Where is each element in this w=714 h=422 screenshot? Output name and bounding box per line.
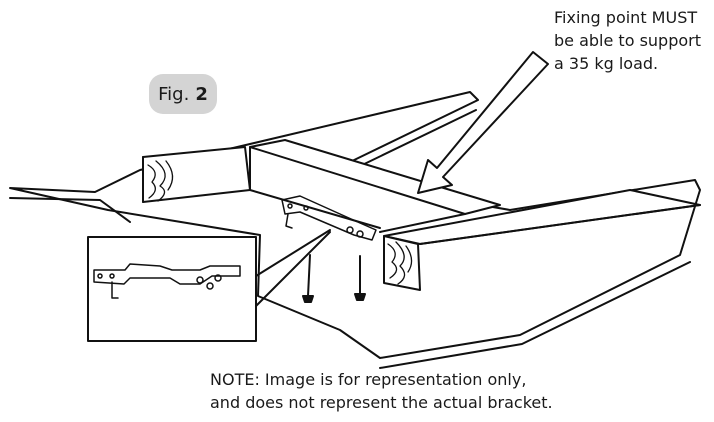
representation-note: NOTE: Image is for representation only, … [210, 368, 553, 414]
left-beam [142, 146, 251, 203]
figure-label-badge: Fig. 2 [149, 74, 217, 114]
figure-number: 2 [195, 83, 208, 105]
load-callout: Fixing point MUST be able to support a 3… [554, 6, 701, 75]
screw-left [302, 254, 314, 303]
right-beam [383, 189, 701, 291]
bracket-installed [281, 195, 377, 241]
callout-line-2: be able to support [554, 31, 701, 50]
cross-beam [249, 139, 501, 215]
figure-label: Fig. [158, 83, 190, 105]
screw-right [354, 255, 366, 301]
callout-arrow [417, 51, 549, 194]
zoom-inset [87, 229, 331, 342]
note-line-2: and does not represent the actual bracke… [210, 393, 553, 412]
callout-line-1: Fixing point MUST [554, 8, 698, 27]
note-line-1: NOTE: Image is for representation only, [210, 370, 527, 389]
ceiling-panel [9, 91, 701, 359]
callout-line-3: a 35 kg load. [554, 54, 659, 73]
ceiling-panel-edge [9, 109, 691, 369]
